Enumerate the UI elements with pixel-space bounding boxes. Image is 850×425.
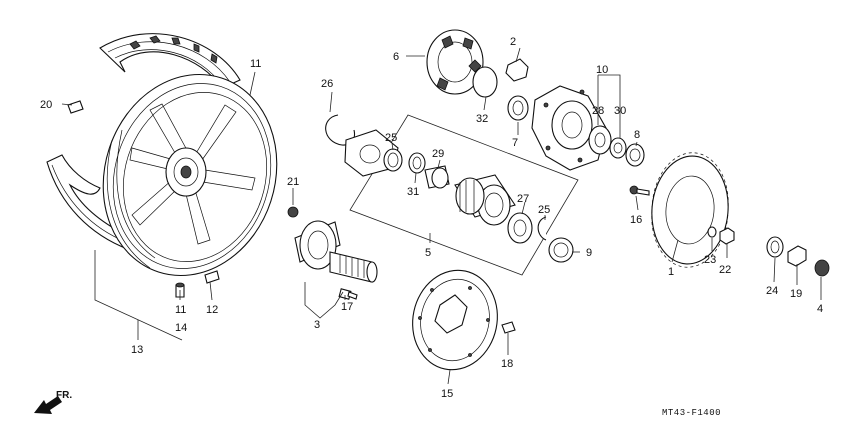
valve-cap-20 — [67, 100, 84, 114]
bearing-28-inner — [594, 132, 606, 148]
callout-27: 27 — [517, 193, 529, 205]
nut-22 — [719, 227, 735, 245]
callout-10: 10 — [596, 64, 608, 76]
callout-32: 32 — [476, 113, 488, 125]
callout-16: 16 — [630, 214, 642, 226]
collar-30 — [609, 137, 627, 159]
callout-25-top: 25 — [385, 132, 397, 144]
callout-13: 13 — [131, 344, 143, 356]
sprocket-1 — [651, 152, 729, 268]
front-direction-arrow: FR. — [34, 390, 72, 414]
callout-7: 7 — [512, 137, 518, 149]
wheel — [102, 73, 278, 277]
seal-7 — [507, 95, 529, 121]
seal-7-inner — [512, 100, 524, 116]
seal-8 — [625, 143, 645, 167]
callout-26: 26 — [321, 78, 333, 90]
hub-body — [454, 174, 516, 226]
callout-29: 29 — [432, 148, 444, 160]
callout-3: 3 — [314, 319, 320, 331]
callout-5: 5 — [425, 247, 431, 259]
callout-28: 28 — [592, 105, 604, 117]
callout-22: 22 — [719, 264, 731, 276]
nut-2 — [505, 58, 529, 82]
callout-12: 12 — [206, 304, 218, 316]
washer-23 — [707, 226, 717, 238]
brake-disc — [412, 269, 498, 371]
bearing-31 — [408, 152, 426, 174]
hub-box — [349, 114, 579, 276]
oil-seal-25-inner — [387, 152, 399, 168]
bearing-31-inner — [412, 156, 422, 170]
callout-8: 8 — [634, 129, 640, 141]
seal-8-inner — [629, 148, 641, 162]
collar-24-inner — [770, 240, 780, 254]
callout-4: 4 — [817, 303, 823, 315]
axle-shaft — [294, 220, 378, 283]
callout-15: 15 — [441, 388, 453, 400]
callout-17: 17 — [341, 301, 353, 313]
bearing-28 — [588, 125, 612, 155]
needle-bearing-29 — [424, 165, 450, 189]
circlip-25 — [537, 216, 547, 241]
callout-11-valve: 11 — [175, 304, 186, 316]
bearing-27-inner — [513, 219, 527, 237]
callout-24: 24 — [766, 285, 778, 297]
collar-24 — [766, 236, 784, 258]
clip-12 — [204, 270, 220, 284]
diagram-code: MT43-F1400 — [662, 408, 721, 418]
collar-30-inner — [613, 142, 623, 154]
callout-23: 23 — [704, 254, 716, 266]
sprocket-carrier — [531, 85, 607, 171]
pin-4 — [814, 259, 830, 277]
oil-seal-25 — [383, 148, 403, 172]
callout-2: 2 — [510, 36, 516, 48]
callout-6: 6 — [393, 51, 399, 63]
leader-lines — [61, 47, 822, 385]
callout-14: 14 — [175, 322, 187, 334]
direction-label: FR. — [56, 390, 72, 401]
callout-21: 21 — [287, 176, 299, 188]
callout-20: 20 — [40, 99, 52, 111]
callout-31: 31 — [407, 186, 419, 198]
seal-9-inner — [553, 242, 569, 258]
callout-18: 18 — [501, 358, 513, 370]
drive-flange-6 — [426, 29, 484, 95]
nut-19 — [787, 245, 807, 267]
callout-11: 11 — [250, 58, 261, 70]
stud-16 — [629, 185, 650, 196]
callouts: 11 26 20 21 11 12 14 13 3 17 2 6 32 7 25… — [40, 36, 823, 400]
bearing-27 — [507, 212, 533, 244]
callout-1: 1 — [668, 266, 674, 278]
bolt-18 — [501, 321, 516, 334]
callout-19: 19 — [790, 288, 802, 300]
callout-9: 9 — [586, 247, 592, 259]
seal-9 — [548, 237, 574, 263]
callout-30: 30 — [614, 105, 626, 117]
callout-25-bottom: 25 — [538, 204, 550, 216]
valve-11 — [175, 282, 185, 298]
o-ring-32 — [472, 66, 498, 98]
nut-21 — [287, 206, 299, 218]
tire-lower — [46, 154, 131, 251]
bolt-17 — [338, 288, 358, 300]
